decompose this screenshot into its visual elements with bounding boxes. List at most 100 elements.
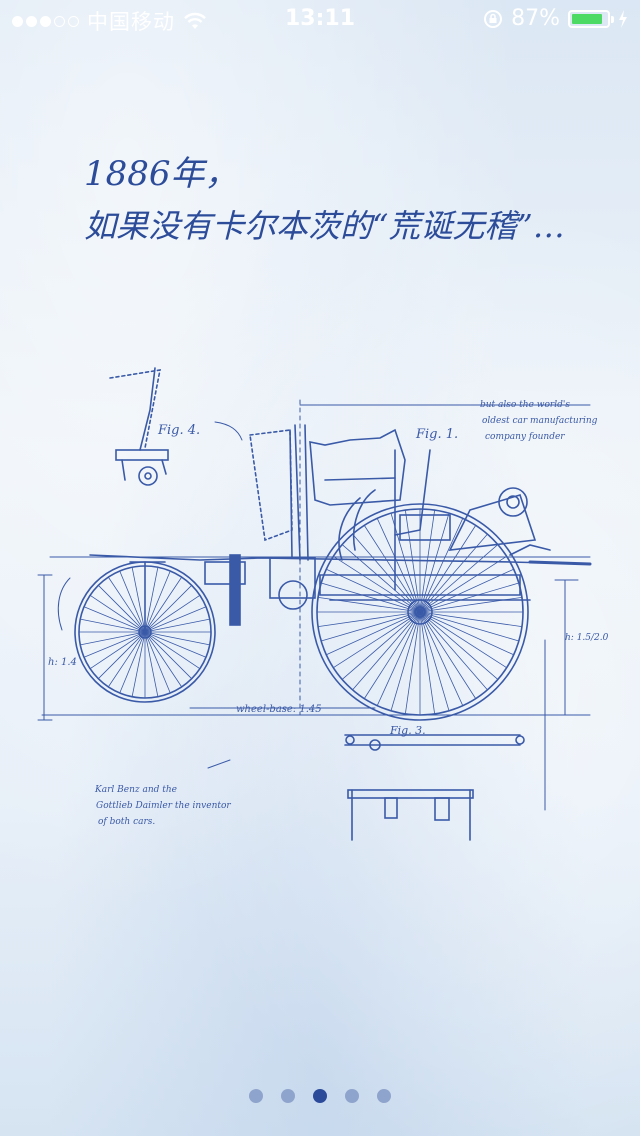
wheel-spoke bbox=[320, 611, 421, 642]
wheel-spoke bbox=[107, 576, 146, 633]
dimension-lines bbox=[37, 399, 591, 811]
status-right: 87% bbox=[483, 6, 628, 31]
rear-wheel-spokes bbox=[316, 508, 524, 716]
benz-motorwagen-blueprint: Fig. 4. Fig. 1. Fig. 3. but also the wor… bbox=[37, 367, 609, 841]
wheel-spoke bbox=[144, 631, 159, 698]
wheel-spoke bbox=[363, 611, 421, 700]
note-bottom-line3: of both cars. bbox=[98, 817, 155, 827]
wheel-spoke bbox=[144, 631, 211, 646]
page-indicator[interactable] bbox=[0, 1089, 640, 1103]
wheel-spoke bbox=[390, 611, 421, 712]
signal-dot bbox=[54, 15, 65, 27]
wheel-spoke bbox=[419, 517, 464, 613]
wheel-spoke bbox=[317, 611, 421, 628]
wheel-spoke bbox=[419, 611, 464, 707]
wheel-spoke bbox=[341, 611, 421, 680]
page-dot[interactable] bbox=[281, 1089, 295, 1103]
battery-icon bbox=[568, 9, 614, 28]
page-dot[interactable] bbox=[249, 1089, 263, 1103]
wheel-spoke bbox=[419, 611, 450, 712]
wheel-spoke bbox=[144, 631, 207, 658]
wheel-spoke bbox=[352, 533, 421, 613]
wifi-icon bbox=[184, 12, 206, 29]
note-top-line1: but also the world's bbox=[480, 400, 570, 410]
wheel-spoke bbox=[144, 570, 171, 633]
wheel-spoke bbox=[131, 566, 146, 633]
wheel-spoke bbox=[404, 611, 421, 715]
wheel-spoke bbox=[419, 524, 477, 613]
signal-strength-icon bbox=[12, 15, 79, 27]
wheel-spoke bbox=[419, 611, 508, 669]
note-bottom-line1: Karl Benz and the bbox=[94, 785, 177, 795]
wheel-spoke bbox=[419, 568, 515, 613]
wheel-spoke bbox=[83, 606, 146, 633]
wheel-spoke bbox=[97, 584, 146, 633]
signal-dot bbox=[12, 15, 23, 27]
signal-dot bbox=[68, 15, 79, 27]
status-bar: 中国移动 13:11 87% bbox=[0, 0, 640, 40]
wheel-spoke bbox=[320, 582, 421, 613]
wheel-spoke bbox=[363, 524, 421, 613]
fig3-part-drawings bbox=[344, 734, 525, 841]
wheel-spoke bbox=[119, 570, 146, 633]
rotation-lock-icon bbox=[484, 9, 503, 28]
wheel-spoke bbox=[144, 584, 193, 633]
wheel-spoke bbox=[79, 618, 146, 633]
height-right-label: h: 1.5/2.0 bbox=[565, 633, 609, 643]
wheel-spoke bbox=[376, 611, 421, 707]
front-wheel-spokes bbox=[78, 565, 212, 699]
wheel-spoke bbox=[332, 611, 421, 669]
wheel-spoke bbox=[107, 631, 146, 688]
battery-percent: 87% bbox=[511, 6, 560, 31]
wheel-spoke bbox=[131, 631, 146, 698]
battery-tip bbox=[611, 15, 614, 23]
wheel-spoke bbox=[376, 517, 421, 613]
seat-and-dash bbox=[249, 424, 451, 591]
wheel-spoke bbox=[419, 611, 488, 691]
wheel-spoke bbox=[144, 566, 159, 633]
page-dot-active[interactable] bbox=[313, 1089, 327, 1103]
wheel-spoke bbox=[89, 631, 146, 670]
status-left: 中国移动 bbox=[12, 6, 207, 36]
wheel-spoke bbox=[341, 544, 421, 613]
page-dot[interactable] bbox=[345, 1089, 359, 1103]
wheel-spoke bbox=[419, 512, 450, 613]
wheel-spoke bbox=[144, 631, 201, 670]
note-top-line2: oldest car manufacturing bbox=[482, 416, 598, 426]
clock: 13:11 bbox=[284, 6, 356, 31]
note-top-line3: company founder bbox=[485, 432, 565, 442]
wheel-spoke bbox=[144, 631, 183, 688]
wheel-spoke bbox=[89, 594, 146, 633]
fig3-label: Fig. 3. bbox=[389, 724, 426, 737]
wheel-spoke bbox=[419, 611, 499, 680]
wheel-spoke bbox=[419, 611, 436, 715]
wheel-spoke bbox=[419, 611, 515, 656]
wheel-spoke bbox=[97, 631, 146, 680]
wheel-spoke bbox=[325, 611, 421, 656]
wheel-spoke bbox=[332, 555, 421, 613]
wheel-spoke bbox=[419, 544, 499, 613]
wheel-spoke bbox=[419, 555, 508, 613]
wheel-spoke bbox=[144, 594, 201, 633]
chassis-frame bbox=[89, 487, 592, 633]
headline-year: 1886年， bbox=[84, 154, 239, 194]
headline-text: 如果没有卡尔本茨的“荒诞无稽”… bbox=[84, 207, 565, 245]
wheel-spoke bbox=[83, 631, 146, 658]
wheelbase-label: wheel-base: 1.45 bbox=[236, 704, 322, 715]
wheel-spoke bbox=[419, 611, 520, 642]
annotation-arrows bbox=[57, 421, 243, 769]
wheel-spoke bbox=[144, 576, 183, 633]
wheel-spoke bbox=[119, 631, 146, 694]
signal-dot bbox=[26, 15, 37, 27]
note-bottom-line2: Gottlieb Daimler the inventor bbox=[96, 801, 231, 811]
wheel-spoke bbox=[419, 611, 477, 700]
signal-dot bbox=[40, 15, 51, 27]
wheel-spoke bbox=[352, 611, 421, 691]
wheel-spoke bbox=[144, 618, 211, 633]
fig1-label: Fig. 1. bbox=[415, 427, 458, 442]
wheel-spoke bbox=[144, 606, 207, 633]
height-left-label: h: 1.4 bbox=[48, 657, 77, 668]
page-dot[interactable] bbox=[377, 1089, 391, 1103]
battery-level bbox=[572, 13, 602, 24]
